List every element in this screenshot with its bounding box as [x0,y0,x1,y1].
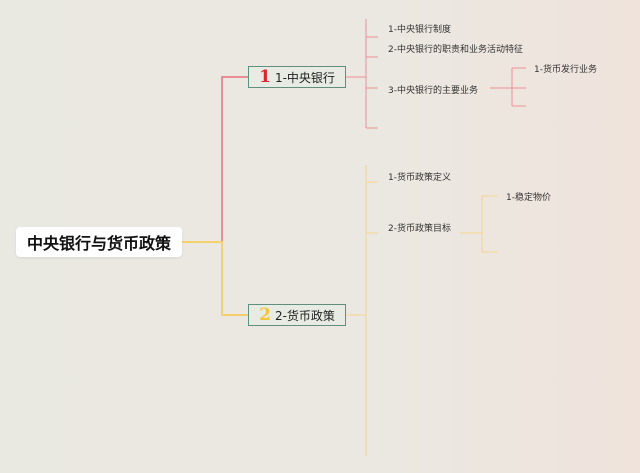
topic-central-bank-duties[interactable]: 2-中央银行的职责和业务活动特征 [388,45,523,55]
topic-central-bank-main-business[interactable]: 3-中央银行的主要业务 [388,86,478,96]
branch1-label: 1-中央银行 [274,70,335,85]
link-root-branch1 [182,76,248,243]
topic-price-stability[interactable]: 1-稳定物价 [506,193,551,203]
topic-central-bank-system[interactable]: 1-中央银行制度 [388,25,451,35]
branch-central-bank[interactable]: 1 1-中央银行 [248,66,346,88]
branch2-number: 2 [259,305,271,325]
link-root-branch2 [182,241,248,316]
topic-currency-issuance[interactable]: 1-货币发行业务 [534,65,597,75]
branch2-label: 2-货币政策 [274,308,335,323]
branch1-number: 1 [259,67,271,87]
branch-monetary-policy[interactable]: 2 2-货币政策 [248,304,346,326]
branch1-links [346,19,526,129]
topic-monetary-policy-goals[interactable]: 2-货币政策目标 [388,224,451,234]
branch2-links [346,165,498,456]
root-topic[interactable]: 中央银行与货币政策 [16,227,182,257]
topic-monetary-policy-definition[interactable]: 1-货币政策定义 [388,173,451,183]
